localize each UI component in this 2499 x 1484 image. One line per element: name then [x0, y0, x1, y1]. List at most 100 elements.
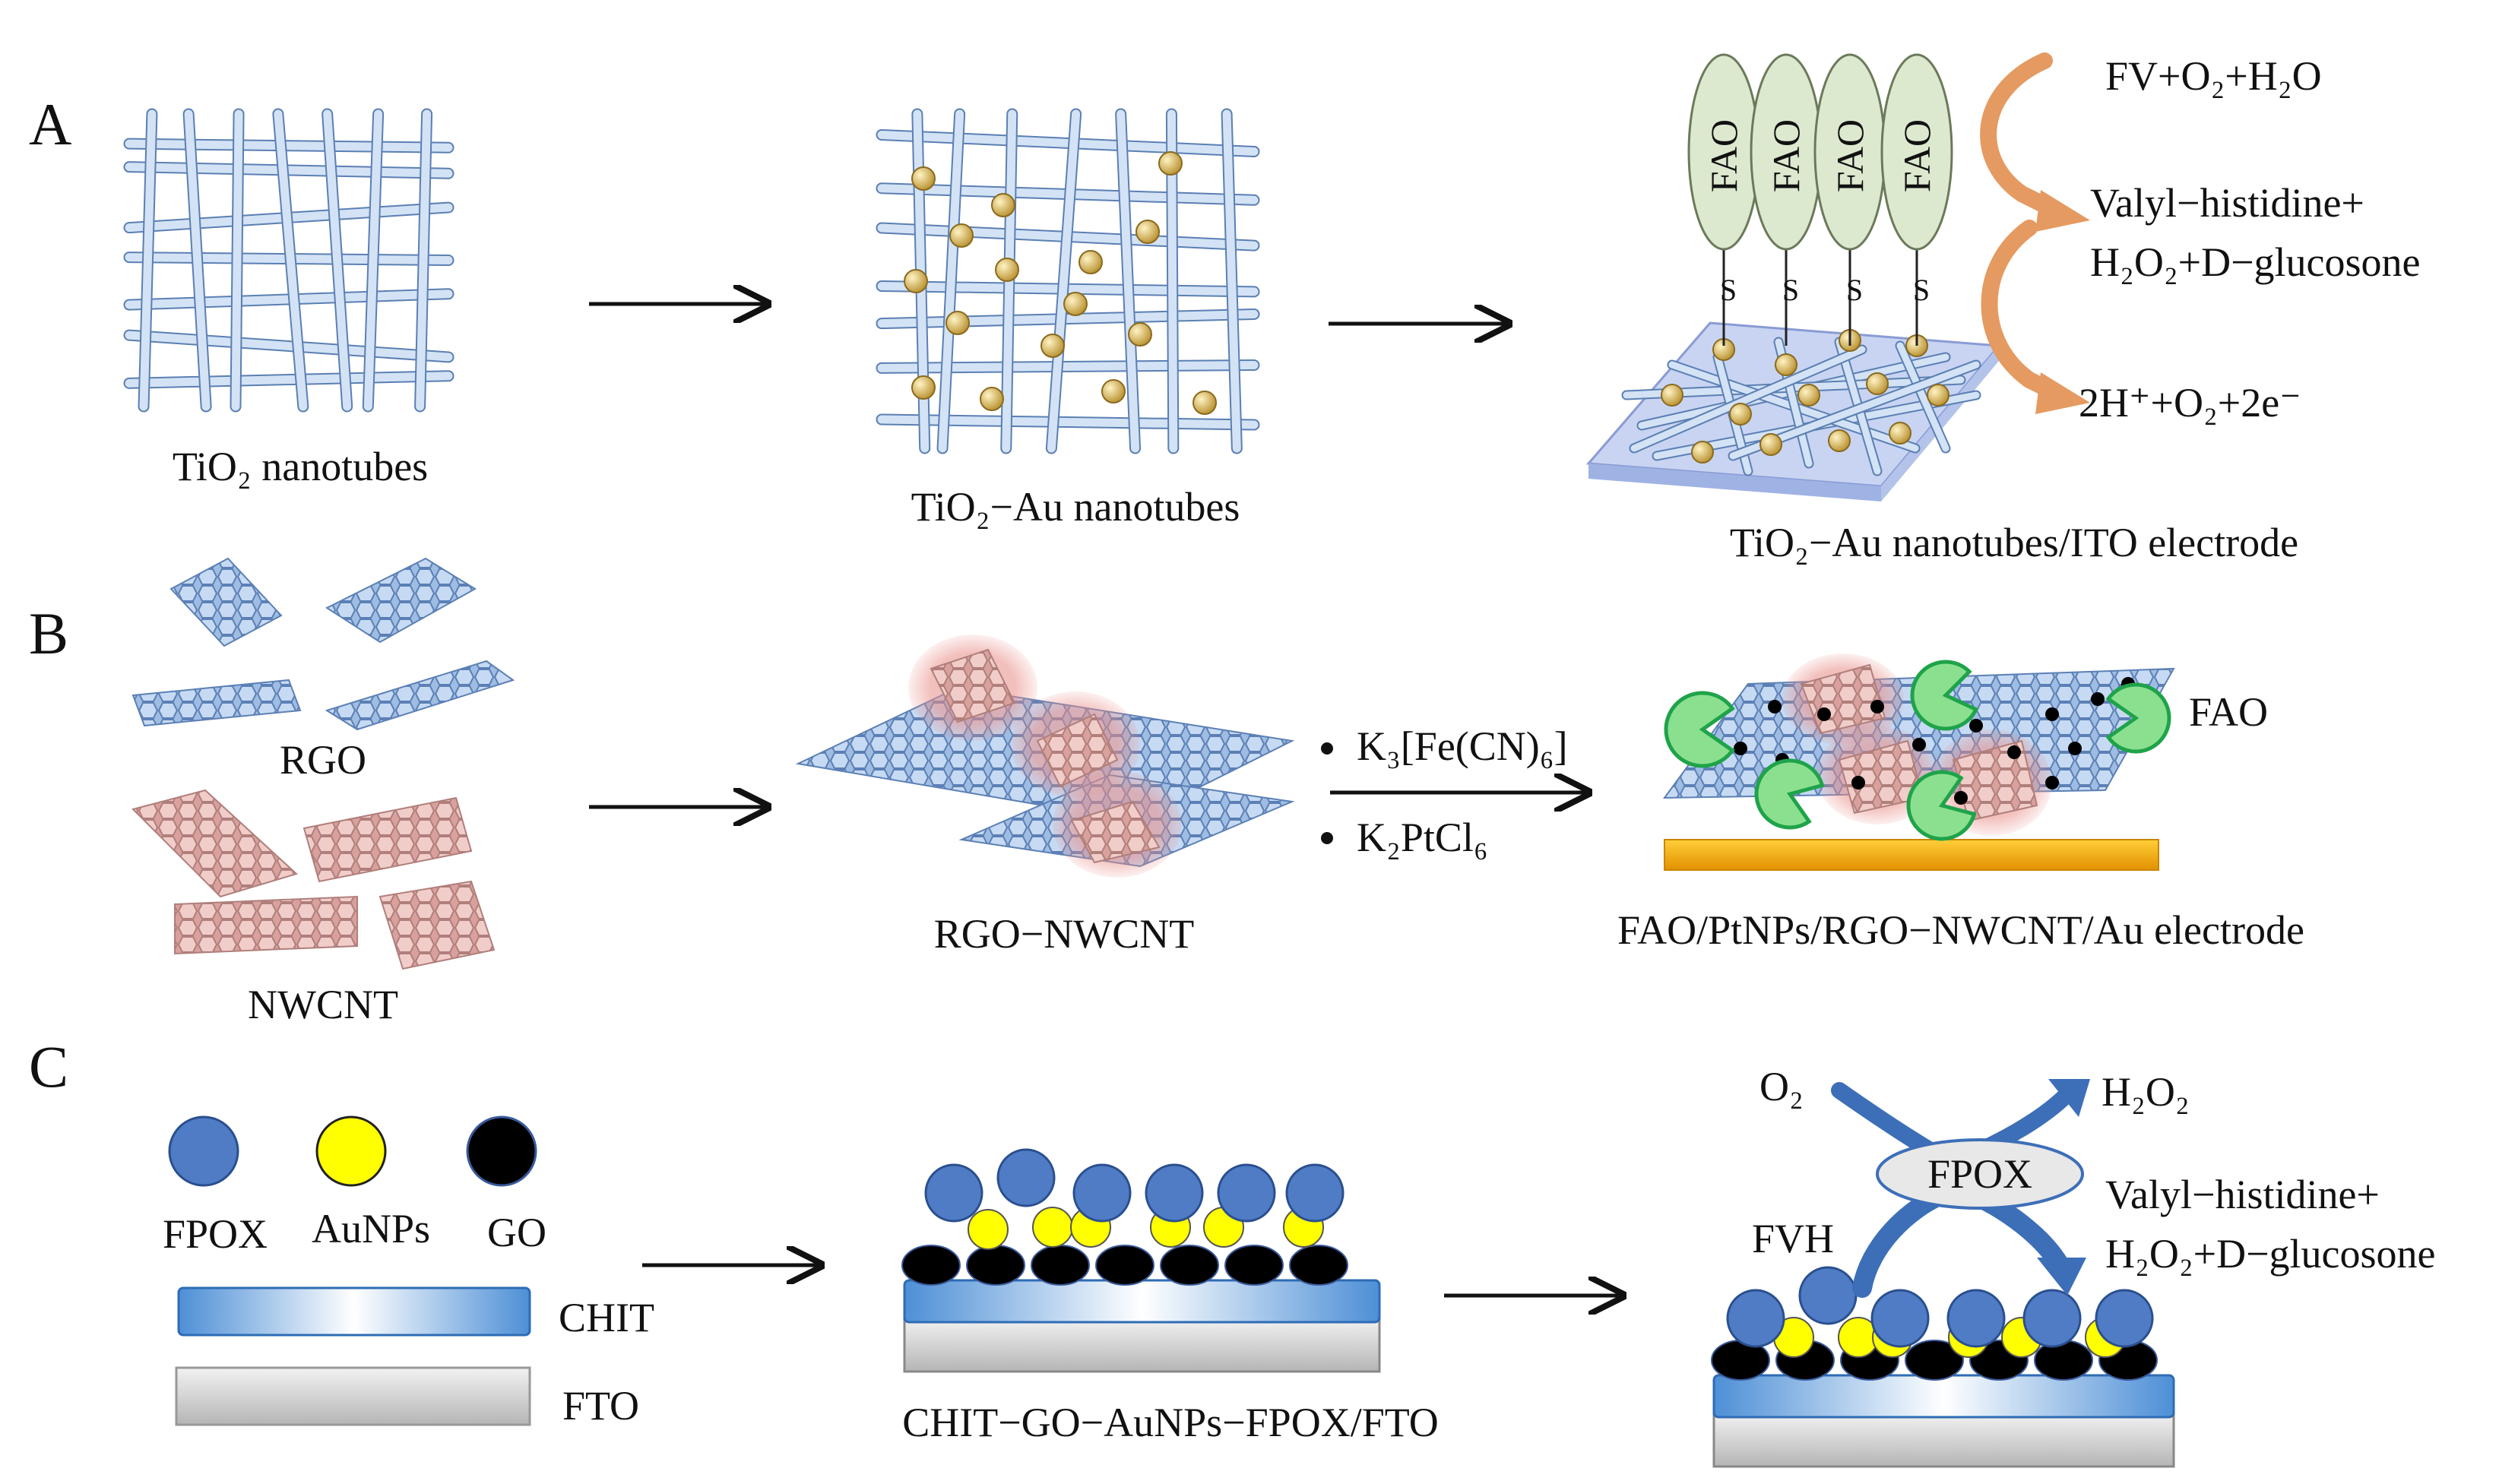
- reaction-bottom: 2H⁺+O₂+2e⁻: [2079, 380, 2301, 426]
- gold-nanoparticle: [980, 387, 1004, 411]
- reaction-middle-line2: H₂O₂+D−glucosone: [2090, 239, 2421, 285]
- nanotube: [363, 109, 383, 411]
- fao-enzyme-group: [1664, 660, 2171, 841]
- pt-nanoparticle: [1954, 791, 1968, 805]
- nanotube: [231, 109, 243, 411]
- fto-label: FTO: [562, 1383, 639, 1429]
- gold-nanoparticle: [1192, 391, 1217, 415]
- reaction-middle-line1: Valyl−histidine+: [2090, 180, 2364, 226]
- working-electrode-stack: [1711, 1266, 2175, 1468]
- o2-label: O₂: [1759, 1064, 1804, 1109]
- gold-nanoparticle: [1661, 384, 1683, 407]
- panel-a-label: A: [29, 91, 71, 157]
- gold-nanoparticle: [995, 258, 1019, 282]
- gold-nanoparticle: [1927, 384, 1949, 407]
- gold-nanoparticle: [949, 223, 974, 248]
- nanotube: [323, 109, 352, 411]
- fpox-particle: [924, 1163, 983, 1223]
- nanotube: [139, 109, 157, 411]
- pt-nanoparticle: [2045, 707, 2059, 721]
- nanotube: [1630, 346, 1866, 452]
- nanotube: [274, 109, 308, 411]
- nanotube: [1222, 109, 1241, 453]
- gold-nanoparticle: [1040, 334, 1065, 358]
- aunp-particle: [1032, 1207, 1073, 1248]
- gold-nanoparticle: [991, 193, 1015, 217]
- bullet-icon: [1321, 832, 1333, 844]
- go-legend-label: GO: [487, 1210, 546, 1255]
- chit-label: CHIT: [559, 1295, 654, 1340]
- fpox-particle: [1870, 1289, 1930, 1348]
- fpox-particle: [1145, 1163, 1204, 1223]
- tio2-nanotube-mesh: [123, 108, 455, 413]
- nanotube: [938, 109, 964, 453]
- fpox-particle: [1072, 1163, 1132, 1223]
- nanotube: [184, 109, 211, 411]
- ito-gold-nanoparticles: [1661, 329, 1949, 464]
- nanotube: [125, 163, 453, 178]
- nanotube: [877, 130, 1259, 156]
- panel-c-label: C: [29, 1033, 68, 1100]
- pt-nanoparticle: [2045, 776, 2059, 789]
- tio2-nanotubes-label: TiO₂ nanotubes: [173, 444, 428, 489]
- fao-label: FAO: [1702, 119, 1745, 192]
- fao-enzyme-array: FAO FAO FAO FAO S S S S: [1687, 53, 1953, 346]
- nanotube: [877, 361, 1259, 372]
- nanotube: [1047, 109, 1081, 453]
- go-particle: [2034, 1340, 2093, 1381]
- gold-nanoparticle: [1128, 322, 1152, 346]
- fpox-particle: [1726, 1289, 1785, 1348]
- pt-nanoparticle: [1734, 742, 1747, 755]
- gold-nanoparticle: [1759, 433, 1782, 456]
- bullet-icon: [1321, 742, 1333, 755]
- pt-nanoparticle: [2068, 742, 2082, 755]
- fpox-particle: [1946, 1289, 2006, 1348]
- gold-nanoparticle: [1135, 220, 1160, 244]
- fto-layer: [1712, 1412, 2175, 1468]
- ito-electrode-label: TiO₂−Au nanotubes/ITO electrode: [1730, 520, 2298, 565]
- ito-nanotube-mesh: [1621, 337, 1981, 476]
- fpox-particle: [996, 1148, 1056, 1207]
- go-particle: [901, 1245, 961, 1286]
- nwcnt-clusters: [131, 789, 496, 970]
- gold-nanoparticle: [1775, 353, 1797, 376]
- fao-enzyme-icon: [2105, 682, 2171, 754]
- reaction-arrows: [1980, 52, 2090, 414]
- fto-layer: [903, 1317, 1381, 1373]
- fpox-particle: [2022, 1289, 2082, 1348]
- go-particle: [1031, 1245, 1090, 1286]
- rgo-nwcnt-composite: [795, 634, 1295, 878]
- product-line1: Valyl−histidine+: [2105, 1172, 2380, 1217]
- rgo-nwcnt-label: RGO−NWCNT: [934, 911, 1194, 957]
- fpox-legend-label: FPOX: [163, 1211, 268, 1257]
- chit-layer: [1712, 1374, 2175, 1419]
- fao-label: FAO: [1896, 119, 1938, 192]
- s-linker-label: S: [1782, 273, 1799, 307]
- gold-nanoparticle: [1889, 422, 1911, 445]
- fpox-particle: [1217, 1163, 1276, 1223]
- s-linker-label: S: [1720, 273, 1737, 307]
- gold-nanoparticle: [1729, 403, 1752, 426]
- chit-layer: [903, 1279, 1381, 1324]
- gold-nanoparticle: [1828, 429, 1851, 452]
- aunps-legend-icon: [315, 1115, 387, 1187]
- s-linker-label: S: [1846, 273, 1863, 307]
- nwcnt-label: NWCNT: [248, 982, 398, 1027]
- go-particle: [1224, 1245, 1284, 1286]
- nanotube: [125, 331, 453, 362]
- fpox-enzyme: [1876, 1138, 2084, 1210]
- gold-nanoparticles: [904, 151, 1217, 415]
- go-legend-icon: [466, 1115, 537, 1187]
- gold-nanoparticle: [1158, 151, 1183, 176]
- chit-go-aunps-fpox-stack: [901, 1148, 1381, 1373]
- nanotube: [125, 372, 453, 388]
- pt-nanoparticle: [2007, 745, 2021, 759]
- pt-nanoparticle: [1768, 700, 1782, 714]
- pt-nanoparticle: [1817, 707, 1831, 721]
- gold-nanoparticle: [1101, 379, 1126, 403]
- pt-nanoparticle: [1870, 700, 1884, 714]
- product-line2: H₂O₂+D−glucosone: [2105, 1231, 2436, 1277]
- pt-nanoparticle: [1851, 776, 1865, 789]
- pt-nanoparticle: [1912, 738, 1926, 751]
- pt-nanoparticle: [2091, 692, 2105, 706]
